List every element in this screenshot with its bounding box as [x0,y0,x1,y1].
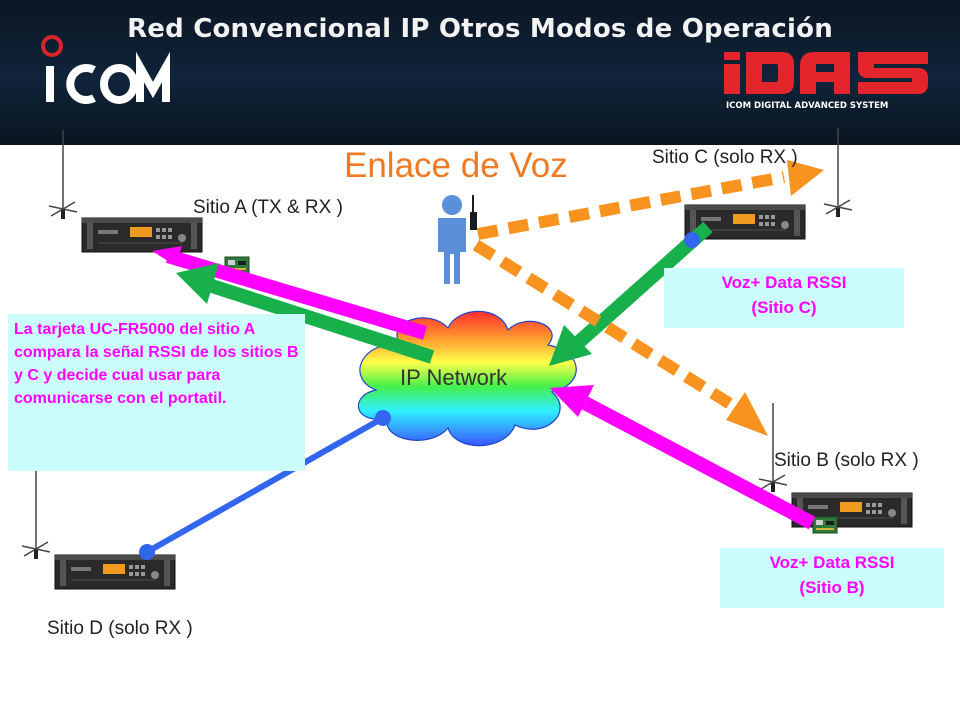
site-b-label: Sitio B (solo RX ) [774,450,919,471]
rssi-site-c-green-arrow [549,221,713,366]
site-a-label: Sitio A (TX & RX ) [193,197,343,218]
portable-user-icon [438,195,477,284]
svg-text:ICOM DIGITAL ADVANCED SYSTEM: ICOM DIGITAL ADVANCED SYSTEM [726,101,888,111]
uc-fr5000-card-icon-b [812,516,838,534]
to-site-a-green-arrow [176,263,435,364]
page-title: Red Convencional IP Otros Modos de Opera… [127,14,833,44]
header-banner: Red Convencional IP Otros Modos de Opera… [0,0,960,145]
antenna-icon-d [21,469,51,560]
antenna-icon-c [823,127,853,218]
rssi-site-b-line2: (Sitio B) [799,578,865,597]
icom-logo [41,35,170,104]
idas-logo: ICOM DIGITAL ADVANCED SYSTEM [724,52,928,111]
voice-link-title: Enlace de Voz [344,146,568,185]
repeater-icon-site-a [81,217,203,253]
antenna-icon-b [758,402,788,493]
repeater-icon-site-d [54,554,176,590]
site-d-label: Sitio D (solo RX ) [47,618,193,639]
antenna-icon-a [48,129,78,220]
ip-network-label: IP Network [400,365,508,390]
rssi-site-b-box: Voz+ Data RSSI (Sitio B) [720,548,944,608]
voice-link-orange-dashed [472,160,824,436]
rssi-site-b-line1: Voz+ Data RSSI [769,553,895,572]
uc-fr5000-note: La tarjeta UC-FR5000 del sitio A compara… [8,314,305,471]
rssi-site-c-box: Voz+ Data RSSI (Sitio C) [664,268,904,328]
site-c-label: Sitio C (solo RX ) [652,147,798,168]
rssi-site-c-line2: (Sitio C) [751,298,817,317]
rssi-site-b-magenta-arrow [550,385,816,530]
site-d-link [139,410,391,560]
rssi-site-c-line1: Voz+ Data RSSI [721,273,847,292]
